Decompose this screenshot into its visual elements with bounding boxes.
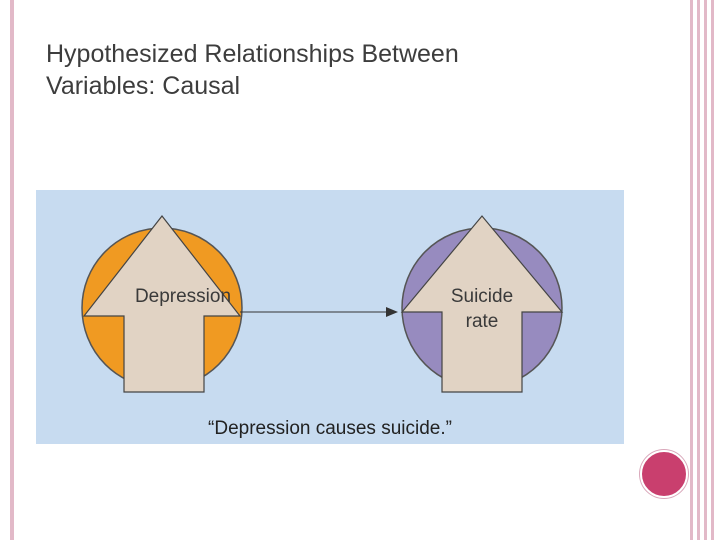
slide-title-line-1: Hypothesized Relationships Between (46, 40, 459, 68)
causal-diagram: Depression Suicide rate “Depression caus… (36, 190, 624, 444)
diagram-caption: “Depression causes suicide.” (208, 418, 452, 439)
cause-label: Depression (134, 286, 232, 307)
slide-title: Hypothesized Relationships Between Varia… (46, 38, 606, 102)
cause-arrow-shape (82, 215, 242, 393)
causal-connector-arrowhead (386, 307, 398, 317)
effect-label: Suicide rate (432, 284, 532, 334)
effect-label-line-2: rate (465, 311, 499, 332)
left-border-rule (10, 0, 14, 540)
causal-diagram-graphics (81, 215, 564, 393)
slide-title-line-2: Variables: Causal (46, 72, 241, 100)
accent-dot (640, 450, 688, 498)
effect-arrow-shape (400, 215, 564, 393)
effect-label-line-1: Suicide (450, 286, 514, 307)
